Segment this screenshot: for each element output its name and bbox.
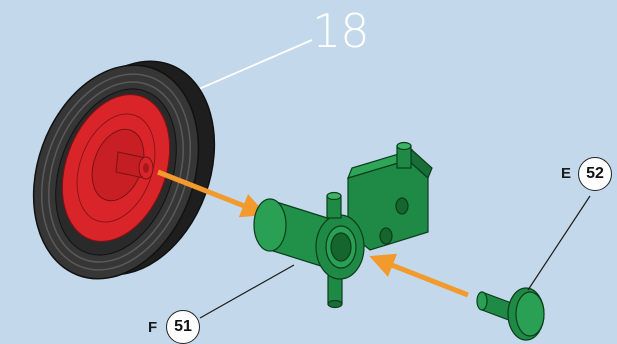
part-number-badge-f: 51 [166,310,200,344]
wheel [5,38,243,302]
step-number: 18 [312,8,369,54]
part-letter-f: F [148,320,157,335]
pin-part [477,288,544,340]
arrow-pin-to-bracket [374,258,468,295]
leader-line-part-e [528,196,590,290]
bracket-part [254,143,432,308]
step-leader-line [192,40,312,92]
part-letter-e: E [561,166,571,181]
part-number-badge-e: 52 [578,157,612,191]
leader-line-part-f [200,265,294,318]
